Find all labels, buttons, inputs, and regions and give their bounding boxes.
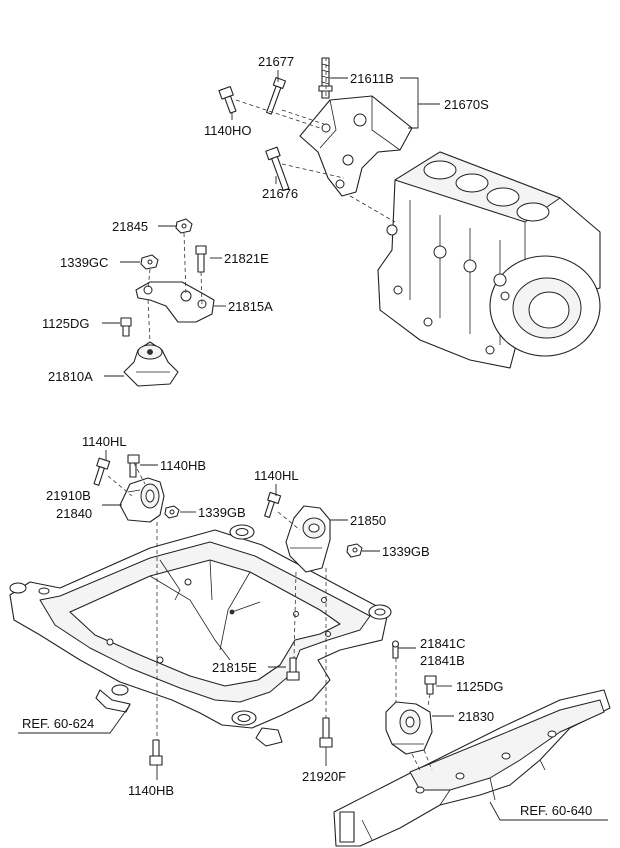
label-21670S: 21670S [444,97,489,112]
stud-21611B [318,57,333,99]
nut-1339GC [140,254,159,270]
label-1339GB-right: 1339GB [382,544,430,559]
label-21677: 21677 [258,54,294,69]
mount-21830 [385,701,433,755]
label-ref-60-640: REF. 60-640 [520,803,592,818]
bolt-1125DG-top [120,317,132,337]
label-1140HB-bottom: 1140HB [128,783,174,798]
label-1339GC: 1339GC [60,255,108,270]
bolt-21821E [195,245,207,273]
bolt-1140HB-bottom [149,739,163,766]
label-1125DG-top: 1125DG [42,316,89,331]
stud-21841C [391,640,400,659]
label-21611B: 21611B [350,71,394,86]
label-21676: 21676 [262,186,298,201]
label-21845: 21845 [112,219,148,234]
label-1140HO: 1140HO [204,123,251,138]
mount-21810A [123,341,179,387]
bolt-1140HL-right [264,491,282,518]
nut-1339GB-left [164,505,180,519]
bolt-21676 [265,146,290,192]
assembly-lines [107,58,433,771]
mount-21850 [285,505,331,573]
label-21830: 21830 [458,709,494,724]
nut-21845 [175,218,193,234]
label-21841C: 21841C [420,636,466,651]
label-1339GB-left: 1339GB [198,505,246,520]
side-rail [333,689,611,847]
label-21840: 21840 [56,506,92,521]
label-21815A: 21815A [228,299,273,314]
bolt-21815E [286,657,300,681]
bolt-21920F [319,717,333,748]
leader-lines [18,70,608,821]
bolt-1140HL-left [93,457,111,486]
label-21920F: 21920F [302,769,346,784]
label-1125DG-bottom: 1125DG [456,679,503,694]
label-21815E: 21815E [212,660,257,675]
engine-block [377,151,601,369]
part-labels: 21677 21611B 21670S 1140HO 21676 21845 1… [22,54,592,818]
mount-21910B-21840 [119,477,165,523]
subframe [9,524,392,747]
label-1140HB-top: 1140HB [160,458,206,473]
label-21841B: 21841B [420,653,465,668]
bolt-1125DG-bottom [424,675,437,695]
label-21810A: 21810A [48,369,93,384]
bolt-1140HB-top [127,454,140,478]
label-1140HL-right: 1140HL [254,468,299,483]
label-21910B: 21910B [46,488,91,503]
label-1140HL-left: 1140HL [82,434,127,449]
bolt-21677 [266,76,287,115]
engine-bracket-21670S [299,95,413,197]
nut-1339GB-right [346,543,363,558]
label-21850: 21850 [350,513,386,528]
bolt-1140HO [218,86,237,114]
label-21821E: 21821E [224,251,269,266]
label-ref-60-624: REF. 60-624 [22,716,94,731]
